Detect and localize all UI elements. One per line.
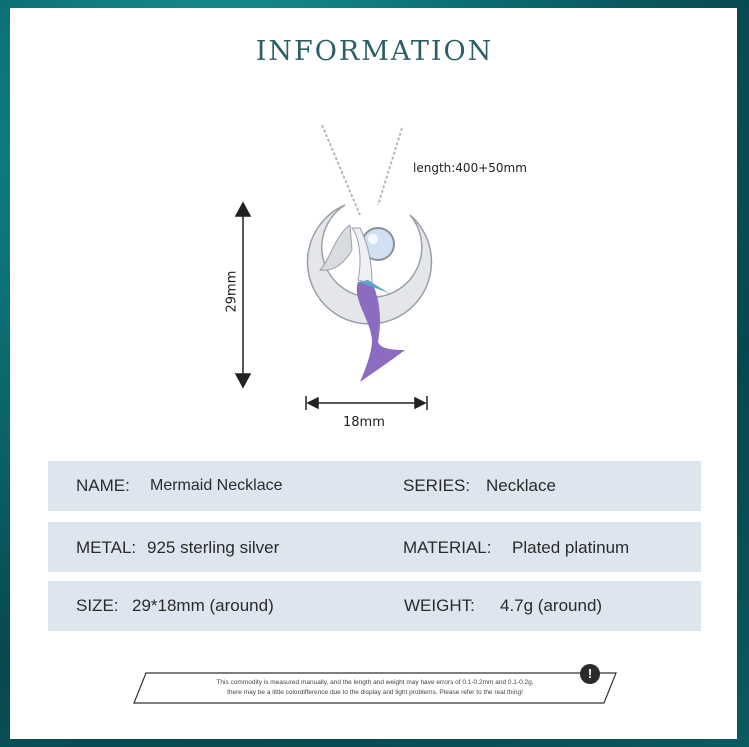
series-value: Necklace — [486, 476, 556, 495]
height-label: 29mm — [224, 270, 240, 313]
length-label: length:400+50mm — [413, 161, 527, 175]
width-label: 18mm — [343, 415, 385, 430]
height-dimension — [234, 201, 252, 389]
name-value: Mermaid Necklace — [150, 477, 283, 494]
size-label: SIZE: — [76, 596, 119, 615]
weight-value: 4.7g (around) — [500, 596, 603, 615]
spec-row-metal: METAL: 925 sterling silver MATERIAL: Pla… — [48, 522, 701, 572]
width-dimension — [305, 396, 428, 410]
product-figure — [234, 124, 433, 410]
material-label: MATERIAL: — [403, 538, 492, 557]
metal-value: 925 sterling silver — [147, 538, 280, 557]
material-value: Plated platinum — [512, 538, 630, 557]
size-value: 29*18mm (around) — [132, 596, 274, 615]
mermaid-hair — [318, 224, 353, 271]
exclamation-icon: ! — [580, 664, 600, 684]
mermaid-tail — [356, 282, 405, 382]
weight-label: WEIGHT: — [404, 596, 475, 615]
chain — [321, 124, 403, 216]
page-title: INFORMATION — [255, 36, 494, 67]
moon-pendant — [306, 204, 433, 325]
notice-banner — [133, 672, 617, 704]
metal-label: METAL: — [76, 538, 137, 557]
series-label: SERIES: — [403, 476, 471, 495]
notice-text: This commodity is measured manually, and… — [160, 678, 590, 698]
notice-line-2: there may be a little colordifference du… — [227, 689, 523, 696]
spec-row-name: NAME: Mermaid Necklace SERIES: Necklace — [48, 461, 701, 511]
spec-row-size: SIZE: 29*18mm (around) WEIGHT: 4.7g (aro… — [48, 581, 701, 631]
notice-line-1: This commodity is measured manually, and… — [216, 679, 534, 686]
name-label: NAME: — [76, 476, 130, 495]
